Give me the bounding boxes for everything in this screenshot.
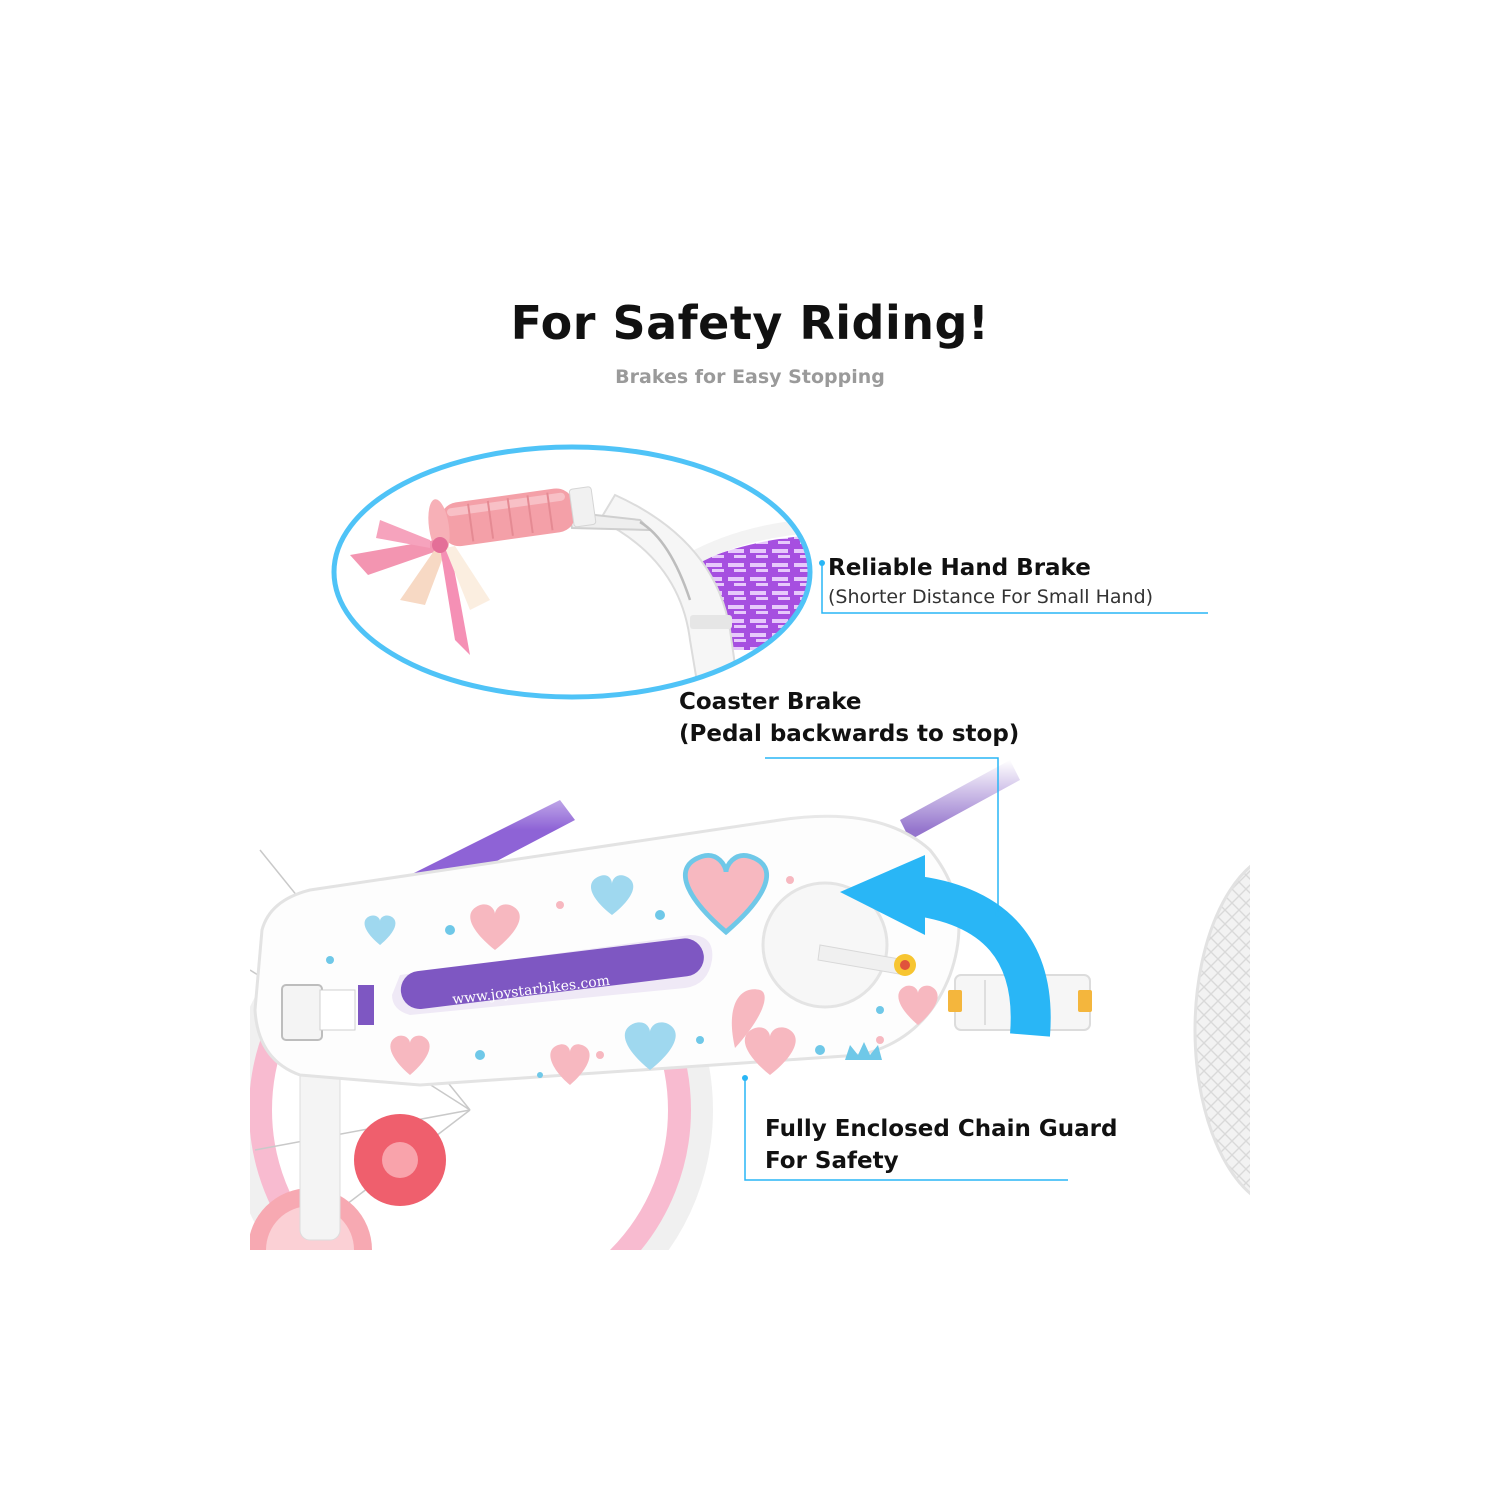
magnify-circle-icon bbox=[331, 444, 813, 700]
hand-brake-leader-dot bbox=[819, 560, 825, 566]
callout-leaders bbox=[744, 565, 1208, 1181]
heart-icon bbox=[364, 853, 938, 1085]
coaster-brake-detail: (Pedal backwards to stop) bbox=[679, 721, 1020, 747]
chain-guard: www.joystarbikes.com bbox=[253, 814, 961, 1087]
hand-brake-title: Reliable Hand Brake bbox=[828, 555, 1091, 581]
ribbon-streamers bbox=[350, 520, 490, 655]
hand-brake-detail: (Shorter Distance For Small Hand) bbox=[828, 586, 1154, 608]
rotate-back-arrow-icon bbox=[840, 855, 1051, 1037]
page-subtitle: Brakes for Easy Stopping bbox=[615, 366, 885, 388]
coaster-brake-title: Coaster Brake bbox=[679, 689, 862, 715]
coaster-brake-callout: Coaster Brake (Pedal backwards to stop) bbox=[679, 686, 1019, 750]
hand-brake-zoom bbox=[331, 444, 813, 700]
decor-dots bbox=[326, 876, 884, 1078]
hand-brake-callout: Reliable Hand Brake (Shorter Distance Fo… bbox=[828, 552, 1153, 610]
crown-icon bbox=[845, 1042, 882, 1060]
page-title: For Safety Riding! bbox=[510, 296, 990, 350]
chain-guard-leader-dot bbox=[742, 1075, 748, 1081]
chain-guard-detail: For Safety bbox=[765, 1148, 899, 1174]
bike-photo: www.joystarbikes.com bbox=[250, 760, 1250, 1250]
coaster-brake-leader-dot bbox=[995, 911, 1001, 917]
front-wheel bbox=[1193, 864, 1250, 1196]
chain-guard-title: Fully Enclosed Chain Guard bbox=[765, 1116, 1118, 1142]
chain-guard-callout: Fully Enclosed Chain Guard For Safety bbox=[765, 1113, 1118, 1177]
training-wheel bbox=[250, 1039, 372, 1250]
